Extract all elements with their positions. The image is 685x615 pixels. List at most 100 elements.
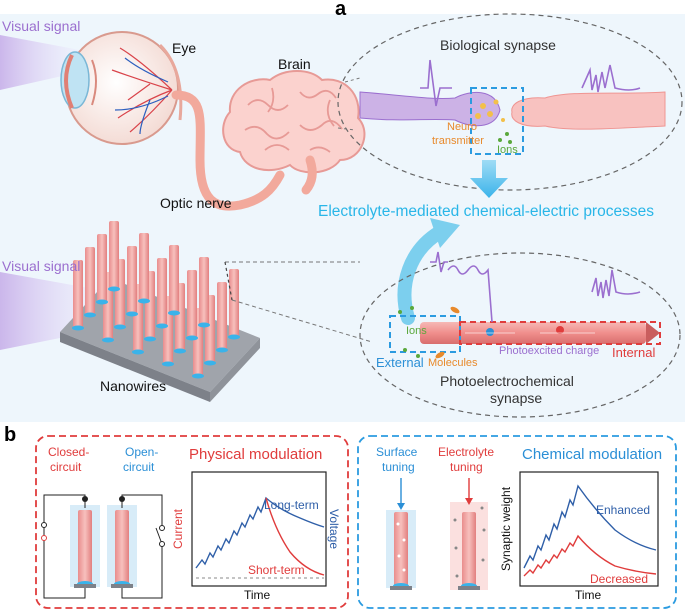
enhanced-label: Enhanced bbox=[596, 503, 651, 517]
biological-synapse-label: Biological synapse bbox=[440, 37, 556, 53]
chemical-ylabel: Synaptic weight bbox=[499, 486, 514, 572]
nanowire-base bbox=[198, 322, 210, 328]
ions-label-bottom: Ions bbox=[406, 325, 427, 337]
down-arrow-icon bbox=[470, 160, 508, 198]
output-spike-train bbox=[591, 269, 641, 299]
closed-circuit-label-line1: Closed- bbox=[48, 445, 90, 459]
physical-modulation-panel bbox=[35, 435, 349, 609]
open-circuit-diagram bbox=[107, 494, 165, 599]
electrolyte-tuning-wire bbox=[450, 478, 488, 590]
eye-illustration bbox=[60, 31, 183, 145]
physical-modulation-plot bbox=[191, 471, 327, 587]
nanowire-base bbox=[228, 334, 240, 340]
external-label: External bbox=[376, 355, 424, 370]
brain-label: Brain bbox=[278, 56, 311, 72]
nanowire-base bbox=[114, 324, 126, 330]
nanowire-pillar bbox=[199, 257, 209, 325]
enhanced-curve bbox=[523, 484, 657, 569]
closed-circuit-diagram bbox=[41, 494, 100, 599]
nanowire-base bbox=[108, 286, 120, 292]
visual-signal-label-top: Visual signal bbox=[2, 18, 81, 34]
chemical-modulation-title: Chemical modulation bbox=[522, 446, 663, 463]
physical-modulation-title: Physical modulation bbox=[189, 446, 323, 463]
ions-label-top: Ions bbox=[497, 144, 518, 156]
neurotransmitter-label-line1: Neuro bbox=[447, 121, 477, 133]
nanowire-base bbox=[174, 348, 186, 354]
nanowire-pillar bbox=[217, 282, 227, 350]
long-term-curve bbox=[195, 496, 325, 569]
curved-arrow-icon bbox=[397, 225, 447, 325]
decreased-label: Decreased bbox=[590, 572, 649, 586]
nanowire-pillar bbox=[187, 270, 197, 338]
nanowire-base bbox=[102, 337, 114, 343]
nanowire-base bbox=[126, 311, 138, 317]
nanowire-base bbox=[186, 335, 198, 341]
pec-synapse-outline bbox=[359, 252, 681, 418]
nanowire-base bbox=[84, 312, 96, 318]
postsynaptic-spike-train bbox=[581, 64, 641, 93]
surface-tuning-label-line1: Surface bbox=[376, 445, 418, 459]
nanowire-base bbox=[192, 373, 204, 379]
brain-illustration bbox=[222, 70, 366, 195]
electrolyte-tuning-label-line1: Electrolyte bbox=[438, 445, 495, 459]
internal-region-highlight bbox=[459, 321, 661, 345]
nanowire-base bbox=[96, 299, 108, 305]
nanowire-pillar bbox=[97, 234, 107, 302]
decreased-curve bbox=[523, 534, 657, 577]
physical-ylabel-left: Current bbox=[171, 508, 186, 550]
nanowire-base bbox=[216, 347, 228, 353]
pec-synapse-label-line2: synapse bbox=[490, 390, 543, 406]
nanowire-pillar bbox=[139, 233, 149, 301]
optic-nerve-label: Optic nerve bbox=[160, 195, 232, 211]
process-label: Electrolyte-mediated chemical-electric p… bbox=[318, 203, 654, 220]
presynaptic-spike bbox=[420, 59, 452, 107]
nanowire-base bbox=[144, 336, 156, 342]
ions-molecules bbox=[398, 306, 460, 359]
panel-b-letter: b bbox=[4, 424, 17, 446]
short-term-curve bbox=[265, 497, 325, 576]
nanowire-base bbox=[156, 323, 168, 329]
eye-label: Eye bbox=[172, 40, 197, 56]
synaptic-cleft-highlight bbox=[470, 87, 524, 155]
nanowire-pillar bbox=[109, 221, 119, 289]
horizontal-nanowire bbox=[420, 322, 660, 344]
chemical-xlabel: Time bbox=[575, 588, 602, 602]
closed-circuit-label-line2: circuit bbox=[50, 460, 82, 474]
internal-label: Internal bbox=[612, 345, 656, 360]
light-wave bbox=[447, 265, 493, 323]
biological-synapse-illustration bbox=[359, 91, 666, 144]
short-term-label: Short-term bbox=[248, 563, 305, 577]
neurotransmitter-label-line2: transmitter bbox=[432, 135, 484, 147]
nanowire-base bbox=[72, 325, 84, 331]
surface-tuning-label-line2: tuning bbox=[382, 460, 415, 474]
nanowire-pillar bbox=[229, 269, 239, 337]
chemical-modulation-panel bbox=[357, 435, 677, 609]
physical-ylabel-right: Voltage bbox=[327, 508, 342, 550]
visual-signal-label-bottom: Visual signal bbox=[2, 258, 81, 274]
nanowire-pillar bbox=[157, 258, 167, 326]
electrolyte-tuning-label-line2: tuning bbox=[450, 460, 483, 474]
open-circuit-label-line1: Open- bbox=[125, 445, 159, 459]
nanowire-pillar bbox=[169, 245, 179, 313]
nanowire-pillar bbox=[85, 247, 95, 315]
molecules-label: Molecules bbox=[428, 357, 478, 369]
nanowire-base bbox=[168, 310, 180, 316]
nanowire-base bbox=[138, 298, 150, 304]
pec-synapse-label-line1: Photoelectrochemical bbox=[440, 373, 574, 389]
nanowire-array bbox=[60, 221, 260, 402]
surface-tuning-wire bbox=[386, 478, 416, 590]
physical-xlabel: Time bbox=[244, 588, 271, 602]
long-term-label: Long-term bbox=[264, 498, 319, 512]
nanowires-label: Nanowires bbox=[100, 378, 167, 394]
open-circuit-label-line2: circuit bbox=[123, 460, 155, 474]
chemical-modulation-plot bbox=[519, 471, 659, 587]
optic-nerve-illustration bbox=[171, 90, 285, 211]
input-spike bbox=[430, 251, 448, 273]
photoexcited-charge-label: Photoexcited charge bbox=[499, 345, 600, 357]
visual-signal-beam-top bbox=[0, 35, 80, 90]
nanowire-base bbox=[132, 349, 144, 355]
nanowire-pillar bbox=[73, 260, 83, 328]
biological-synapse-outline bbox=[337, 13, 683, 191]
panel-a-letter: a bbox=[335, 0, 347, 20]
